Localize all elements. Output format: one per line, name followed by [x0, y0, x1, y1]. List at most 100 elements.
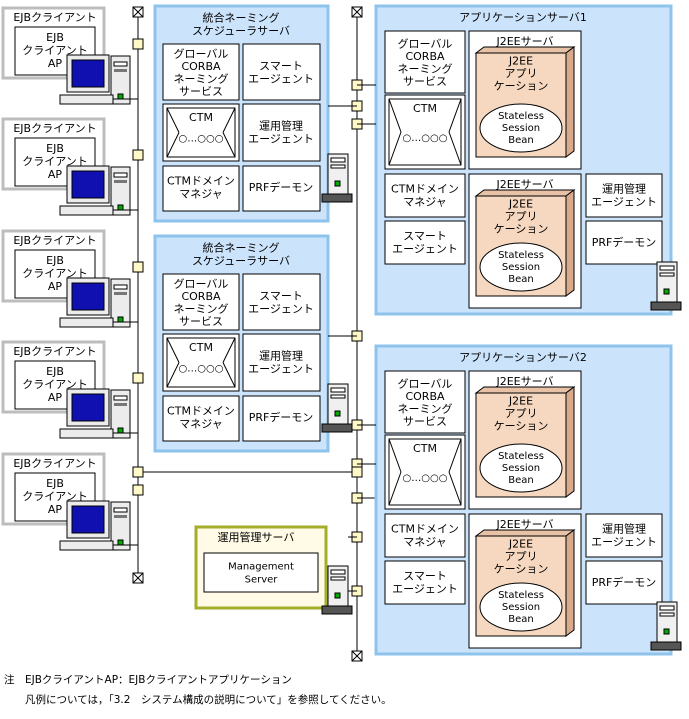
- global-corba-label: サービス: [179, 315, 223, 328]
- tower-led: [334, 410, 341, 417]
- ctm-edge: [448, 131, 462, 166]
- app-block-side: [565, 529, 575, 637]
- smart-agent-label: エージェント: [248, 303, 314, 316]
- mgmt-title: 運用管理サーバ: [218, 530, 295, 544]
- ctm-queue: ○…○○○: [403, 133, 448, 144]
- monitor-screen: [71, 59, 105, 88]
- tower-base: [321, 193, 353, 203]
- tower-drive: [330, 157, 346, 163]
- global-corba-label: CORBA: [181, 290, 221, 303]
- smart-agent-label: スマート: [259, 290, 303, 303]
- j2ee-app-label: J2EE: [508, 55, 533, 68]
- session-bean-label: Session: [502, 123, 540, 134]
- ops-agent-box: [585, 173, 663, 218]
- global-corba-box: [162, 43, 240, 101]
- pc-icon: [59, 165, 131, 216]
- ctm-edge: [166, 362, 180, 388]
- global-corba-box: [162, 273, 240, 331]
- ctm-domain-label: マネジャ: [403, 196, 446, 209]
- global-corba-label: サービス: [403, 415, 447, 428]
- global-corba-label: CORBA: [181, 60, 221, 73]
- tower-base: [650, 301, 682, 311]
- ctm-domain-box: [384, 513, 466, 558]
- smart-agent-box: [242, 273, 321, 331]
- session-bean-label: Bean: [508, 274, 533, 285]
- tower-led: [334, 180, 341, 187]
- ctm-domain-box: [162, 395, 240, 442]
- app-block-top: [474, 386, 576, 394]
- pc-tower: [110, 55, 131, 105]
- ctm-frame: [384, 94, 466, 170]
- bus-connector: [132, 484, 144, 496]
- j2ee-app-label: アプリ: [505, 550, 538, 563]
- ctm-label: CTM: [413, 102, 437, 115]
- global-corba-label: ネーミング: [398, 61, 453, 75]
- j2ee-app-label: アプリ: [505, 407, 538, 420]
- keyboard: [59, 94, 114, 105]
- monitor-screen: [71, 393, 105, 422]
- session-bean-label: Stateless: [498, 111, 544, 122]
- ctm-edge: [388, 471, 402, 506]
- client-title: EJBクライアント: [13, 345, 96, 358]
- session-bean-label: Stateless: [498, 590, 544, 601]
- monitor-screen: [71, 505, 105, 534]
- ops-agent-label: 運用管理: [259, 119, 303, 133]
- ctm-domain-box: [384, 173, 466, 218]
- app-block-side: [565, 189, 575, 297]
- ctm-label: CTM: [189, 111, 213, 124]
- ops-agent-label: エージェント: [248, 363, 314, 376]
- ctm-box: CTM○…○○○: [384, 434, 466, 510]
- client-ap-label: クライアント: [22, 44, 88, 57]
- client-ap-label: EJB: [46, 254, 64, 267]
- notes: 注 EJBクライアントAP：EJBクライアントアプリケーション 凡例については，…: [4, 673, 392, 706]
- app-block-top: [474, 529, 576, 537]
- ctm-domain-label: CTMドメイン: [391, 183, 459, 196]
- session-bean-label: Session: [502, 602, 540, 613]
- tower-led: [334, 592, 341, 599]
- server-title: スケジューラサーバ: [192, 25, 290, 38]
- ctm-edge: [388, 438, 402, 473]
- ctm-edge: [166, 107, 180, 133]
- ctm-frame: [162, 103, 240, 162]
- ctm-domain-box: [162, 165, 240, 212]
- tower-drive: [330, 569, 346, 575]
- tower-drive: [659, 612, 675, 617]
- ops-agent-label: エージェント: [591, 536, 657, 549]
- client-ap-label: EJB: [46, 365, 64, 378]
- terminator-cross: [132, 6, 144, 18]
- server-title: アプリケーションサーバ1: [459, 11, 587, 24]
- ctm-domain-label: マネジャ: [179, 418, 222, 431]
- ctm-domain-label: マネジャ: [403, 536, 446, 549]
- client-title: EJBクライアント: [13, 457, 96, 470]
- tower-drive: [113, 395, 128, 401]
- global-corba-label: グローバル: [174, 46, 229, 60]
- client-title: EJBクライアント: [13, 122, 96, 135]
- ctm-edge: [166, 337, 180, 363]
- global-corba-label: CORBA: [405, 50, 445, 63]
- j2ee-title: J2EEサーバ: [495, 35, 553, 48]
- global-corba-label: サービス: [179, 85, 223, 98]
- session-bean-label: Bean: [508, 475, 533, 486]
- terminator-cross: [351, 6, 363, 18]
- client-ap-label: クライアント: [22, 378, 88, 391]
- pc-tower: [110, 166, 131, 216]
- j2ee-app-label: アプリ: [505, 67, 538, 80]
- tower-drive: [330, 387, 346, 393]
- ctm-label: CTM: [189, 341, 213, 354]
- tower-led: [663, 628, 670, 635]
- prf-label: PRFデーモン: [249, 410, 314, 424]
- client-title: EJBクライアント: [13, 234, 96, 247]
- tower-drive: [113, 507, 128, 513]
- server-title: スケジューラサーバ: [192, 255, 290, 268]
- j2ee-app-label: J2EE: [508, 538, 533, 551]
- tower-drive: [113, 284, 128, 290]
- bus-connector: [132, 38, 144, 50]
- terminator-cross: [351, 650, 363, 662]
- tower-base: [650, 641, 682, 651]
- tower-drive: [113, 61, 128, 67]
- naming-scheduler-server: 統合ネーミングスケジューラサーバグローバルCORBAネーミングサービススマートエ…: [153, 4, 357, 223]
- ctm-edge: [448, 438, 462, 473]
- session-bean-ellipse: [479, 582, 563, 632]
- monitor-screen: [71, 282, 105, 311]
